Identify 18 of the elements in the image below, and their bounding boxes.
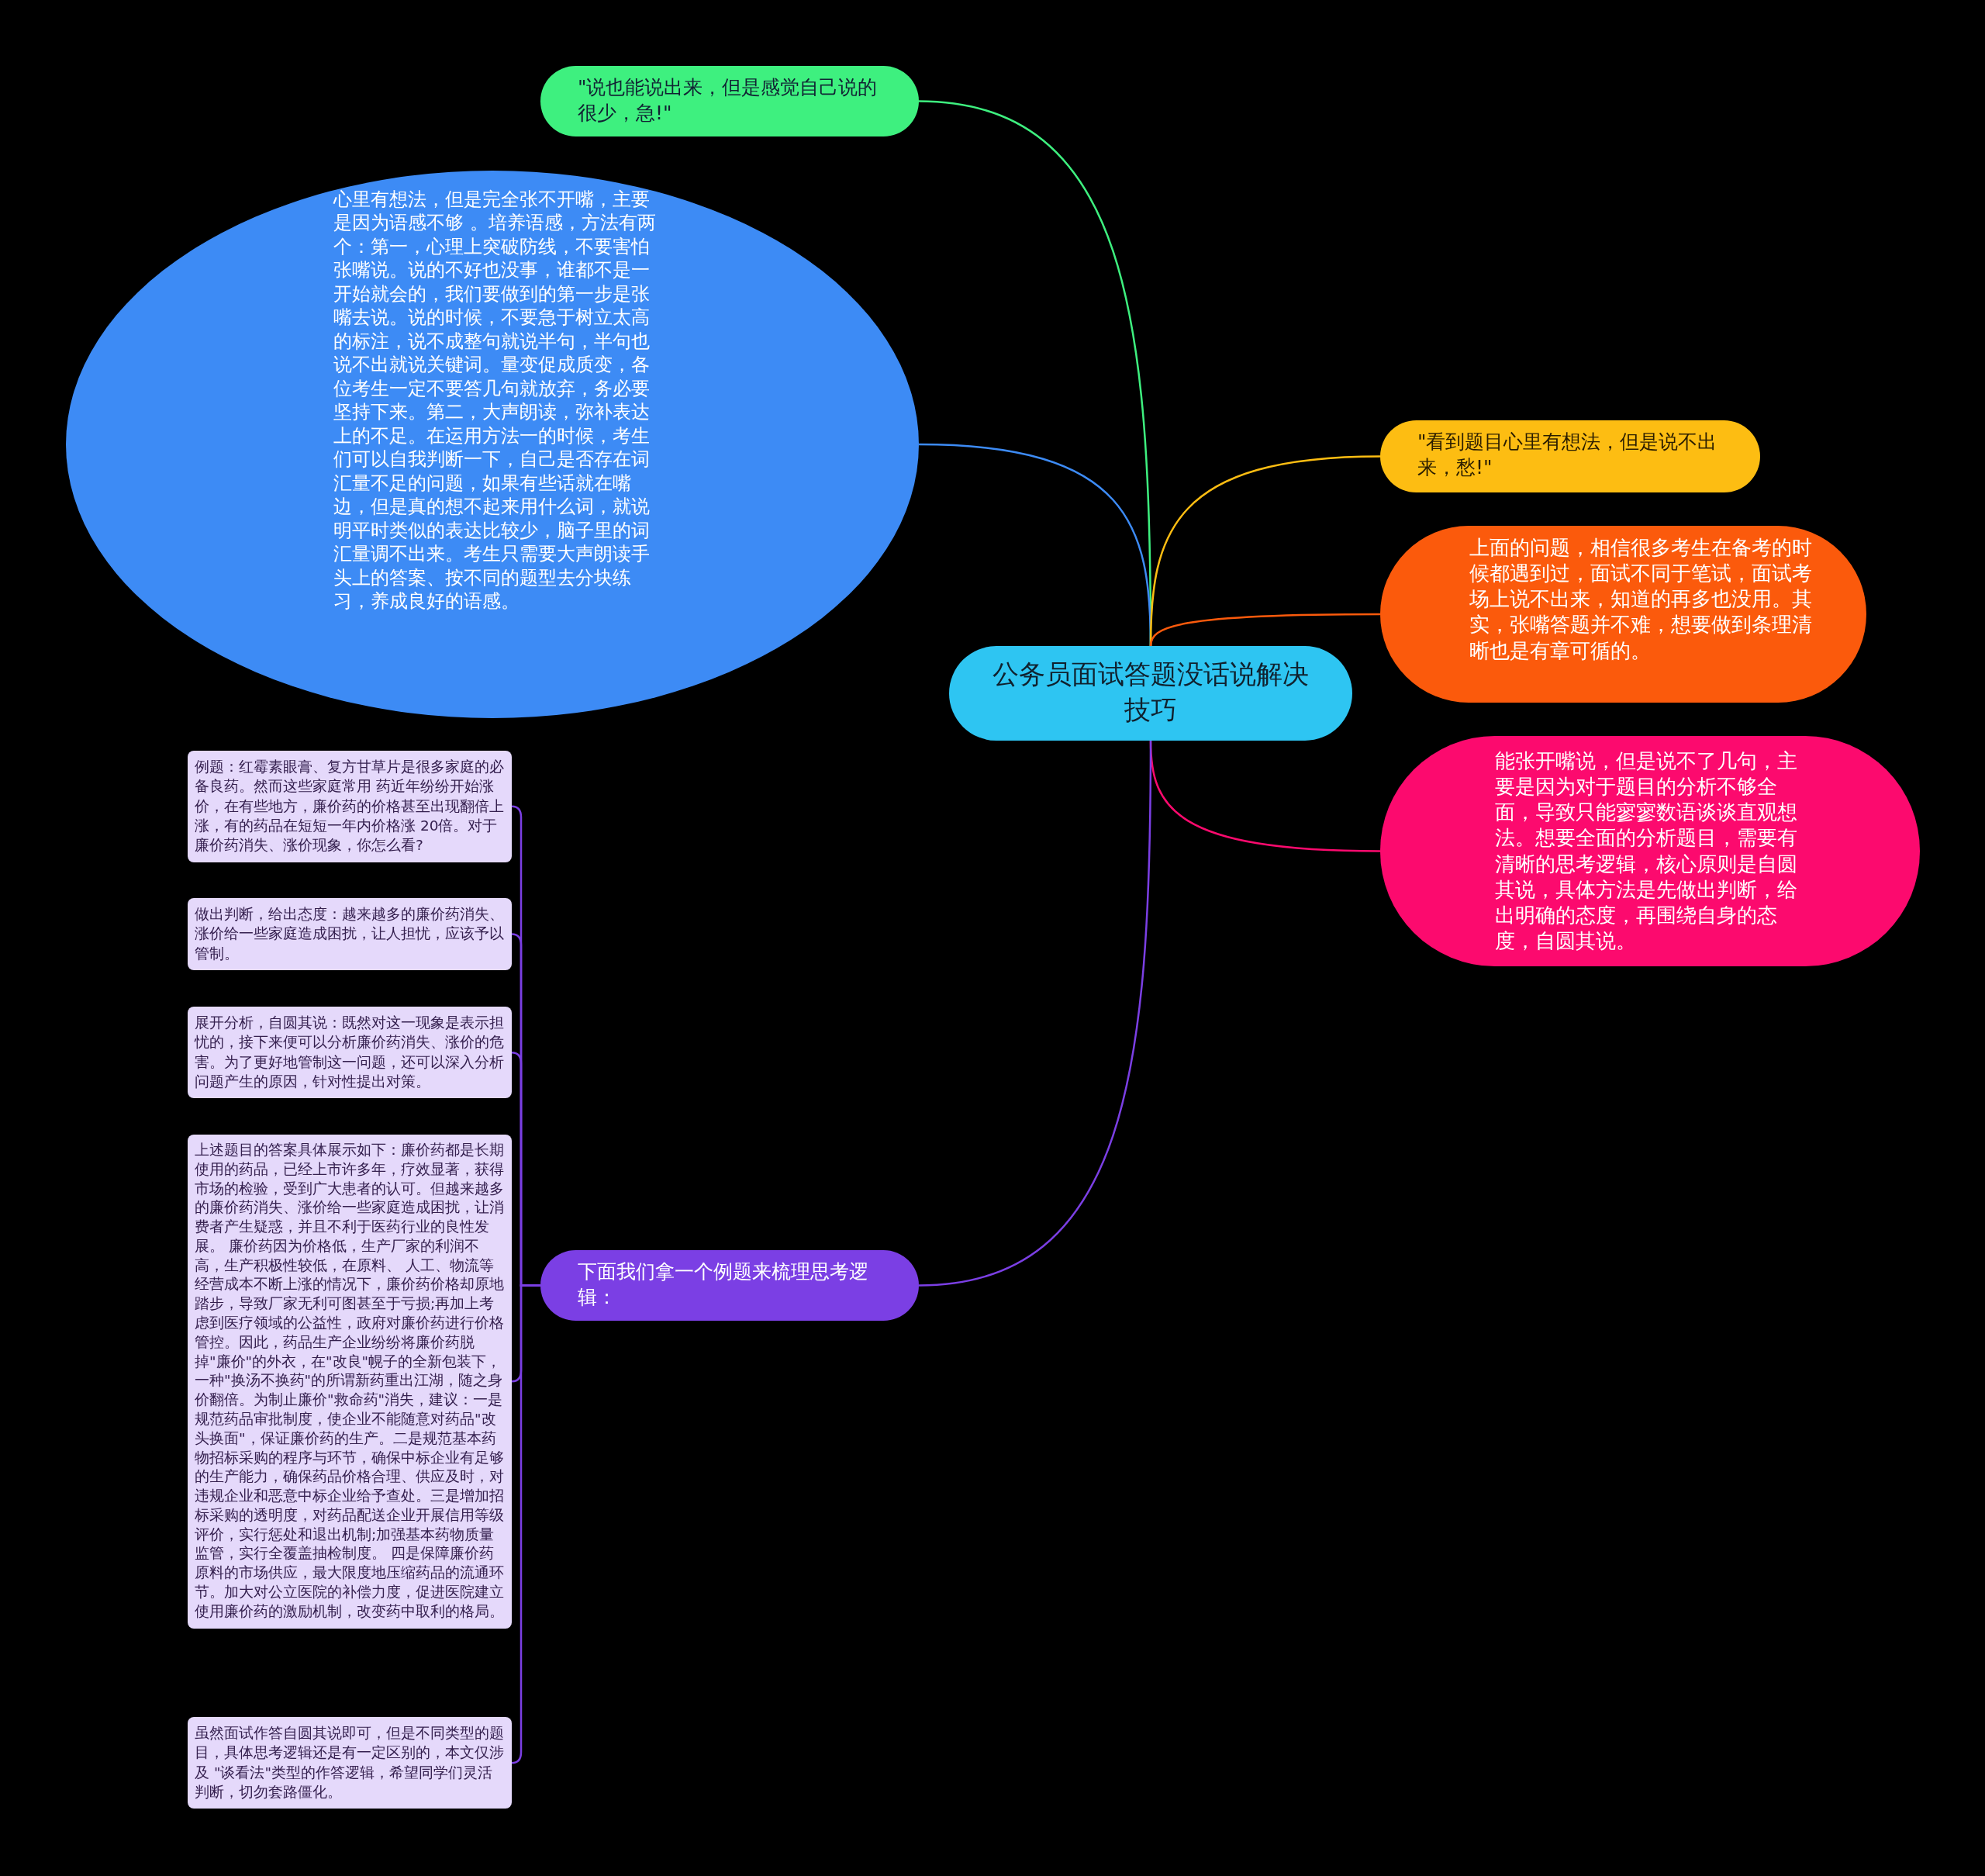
- node-text: 做出判断，给出态度：越来越多的廉价药消失、涨价给一些家庭造成困扰，让人担忧，应该予以管制。: [195, 905, 505, 963]
- connector-line: [918, 741, 1152, 1287]
- note-card: [188, 1007, 512, 1099]
- node-text: 能张开嘴说，但是说不了几句，主要是因为对于题目的分析不够全面，导致只能寥寥数语谈谈直观想法。想要全面的分析题目，需要有清晰的思考逻辑，核心原则是自圆其说，具体方法是先做出判断，给出明确的态度，再围绕自身的态度，自圆其说。: [1495, 748, 1798, 954]
- node-text: 心里有想法，但是完全张不开嘴，主要是因为语感不够 。培养语感，方法有两个：第一，心理上突破防线，不要害怕张嘴说。说的不好也没事，谁都不是一开始就会的，我们要做到的第一步是张嘴去说。说的时候，不要急于树立太高的标注，说不成整句就说半句，半句也说不出就说关键词。量变促成质变，各位考生一定不要答几句就放弃，务必要坚持下来。第二，大声朗读，弥补表达上的不足。在运用方法一的时候，考生们可以自我判断一下，自己是否存在词汇量不足的问题，如果有些话就在嘴边，但是真的想不起来用什么词，就说明平时类似的表达比较少，脑子里的词汇量调不出来。考生只需要大声朗读手头上的答案、按不同的题型去分块练习，养成良好的语感。: [333, 188, 657, 613]
- node-text: 展开分析，自圆其说：既然对这一现象是表示担忧的，接下来便可以分析廉价药消失、涨价的危害。为了更好地管制这一问题，还可以深入分析问题产生的原因，针对性提出对策。: [195, 1014, 505, 1092]
- note-card: [188, 1717, 512, 1809]
- node-text: 上述题目的答案具体展示如下：廉价药都是长期使用的药品，已经上市许多年，疗效显著，获得市场的检验，受到广大患者的认可。但越来越多的廉价药消失、涨价给一些家庭造成困扰，让消费者产生疑惑，并且不利于医药行业的良性发展。 廉价药因为价格低，生产厂家的利润不高，生产积极性较低，在原料、 人工、物流等经营成本不断上涨的情况下，廉价药价格却原地踏步，导致厂家无利可图甚至于亏损;再加上考虑到医疗领域的公益性，政府对廉价药进行价格管控。因此，药品生产企业纷纷将廉价药脱掉"廉价"的外衣，在"改良"幌子的全新包装下，一种"换汤不换药"的所谓新药重出江湖，随之身价翻倍。为制止廉价"救命药"消失，建议：一是规范药品审批制度，使企业不能随意对药品"改头换面"，保证廉价药的生产。二是规范基本药物招标采购的程序与环节，确保中标企业有足够的生产能力，确保药品价格合理、供应及时，对违规企业和恶意中标企业给予查处。三是增加招标采购的透明度，对药品配送企业开展信用等级评价，实行惩处和退出机制;加强基本药物质量监管，实行全覆盖抽检制度。 四是保障廉价药原料的市场供应，最大限度地压缩药品的流通环节。加大对公立医院的补偿力度，促进医院建立使用廉价药的激励机制，改变药中取利的格局。: [195, 1141, 505, 1621]
- node-text: 上面的问题，相信很多考生在备考的时候都遇到过，面试不同于笔试，面试考场上说不出来，知道的再多也没用。其实，张嘴答题并不难，想要做到条理清晰也是有章可循的。: [1469, 535, 1813, 664]
- node-text: "看到题目心里有想法，但是说不出来，愁!": [1417, 430, 1718, 480]
- node-text: 例题：红霉素眼膏、复方甘草片是很多家庭的必备良药。然而这些家庭常用 药近年纷纷开始涨价，在有些地方，廉价药的价格甚至出现翻倍上涨，有的药品在短短一年内价格涨 20倍。对于廉价药消失、涨价现象，你怎么看?: [195, 758, 505, 855]
- note-card: [188, 898, 512, 971]
- topic-title: 公务员面试答题没话说解决技巧: [992, 658, 1310, 727]
- node-text: "说也能说出来，但是感觉自己说的很少，急!": [578, 75, 879, 126]
- note-card: [188, 751, 512, 862]
- connector-line: [1149, 613, 1380, 647]
- node-text: 虽然面试作答自圆其说即可，但是不同类型的题目，具体思考逻辑还是有一定区别的，本文仅涉及 "谈看法"类型的作答逻辑，希望同学们灵活判断，切勿套路僵化。: [195, 1724, 505, 1802]
- node-text: 下面我们拿一个例题来梳理思考逻辑：: [578, 1259, 869, 1310]
